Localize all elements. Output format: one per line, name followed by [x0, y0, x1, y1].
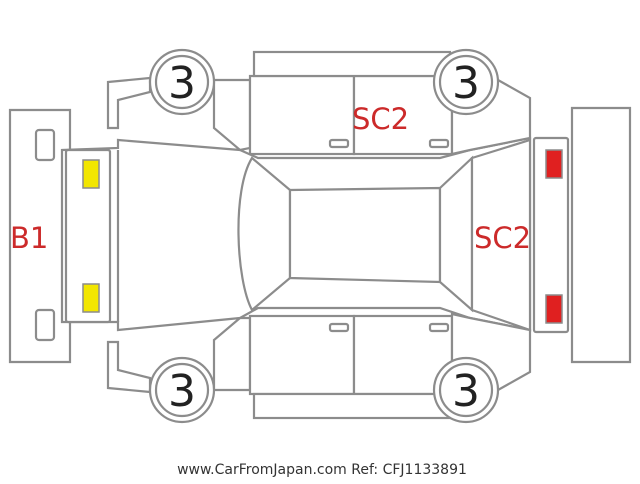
- tire-rear-left: 3: [432, 48, 500, 116]
- damage-label-rear: SC2: [474, 221, 531, 255]
- footer-reference: www.CarFromJapan.com Ref: CFJ1133891: [177, 462, 467, 478]
- rear-bumper: [570, 106, 632, 364]
- tire-rear-right: 3: [432, 356, 500, 424]
- top-side-panels: [106, 50, 532, 156]
- damage-label-front: B1: [10, 221, 48, 255]
- front-bumper: [8, 108, 72, 364]
- bottom-side-panels: [106, 312, 532, 420]
- tire-rear-right-value: 3: [452, 366, 480, 417]
- tire-rear-left-value: 3: [452, 58, 480, 109]
- front-lamp-top: [82, 159, 100, 189]
- rear-lamp-top: [545, 149, 563, 179]
- damage-label-top: SC2: [352, 102, 409, 136]
- tire-front-left-value: 3: [168, 58, 196, 109]
- rear-lamp-bottom: [545, 294, 563, 324]
- tire-front-right-value: 3: [168, 366, 196, 417]
- car-body: [60, 136, 570, 334]
- tire-front-left: 3: [148, 48, 216, 116]
- tire-front-right: 3: [148, 356, 216, 424]
- front-lamp-bottom: [82, 283, 100, 313]
